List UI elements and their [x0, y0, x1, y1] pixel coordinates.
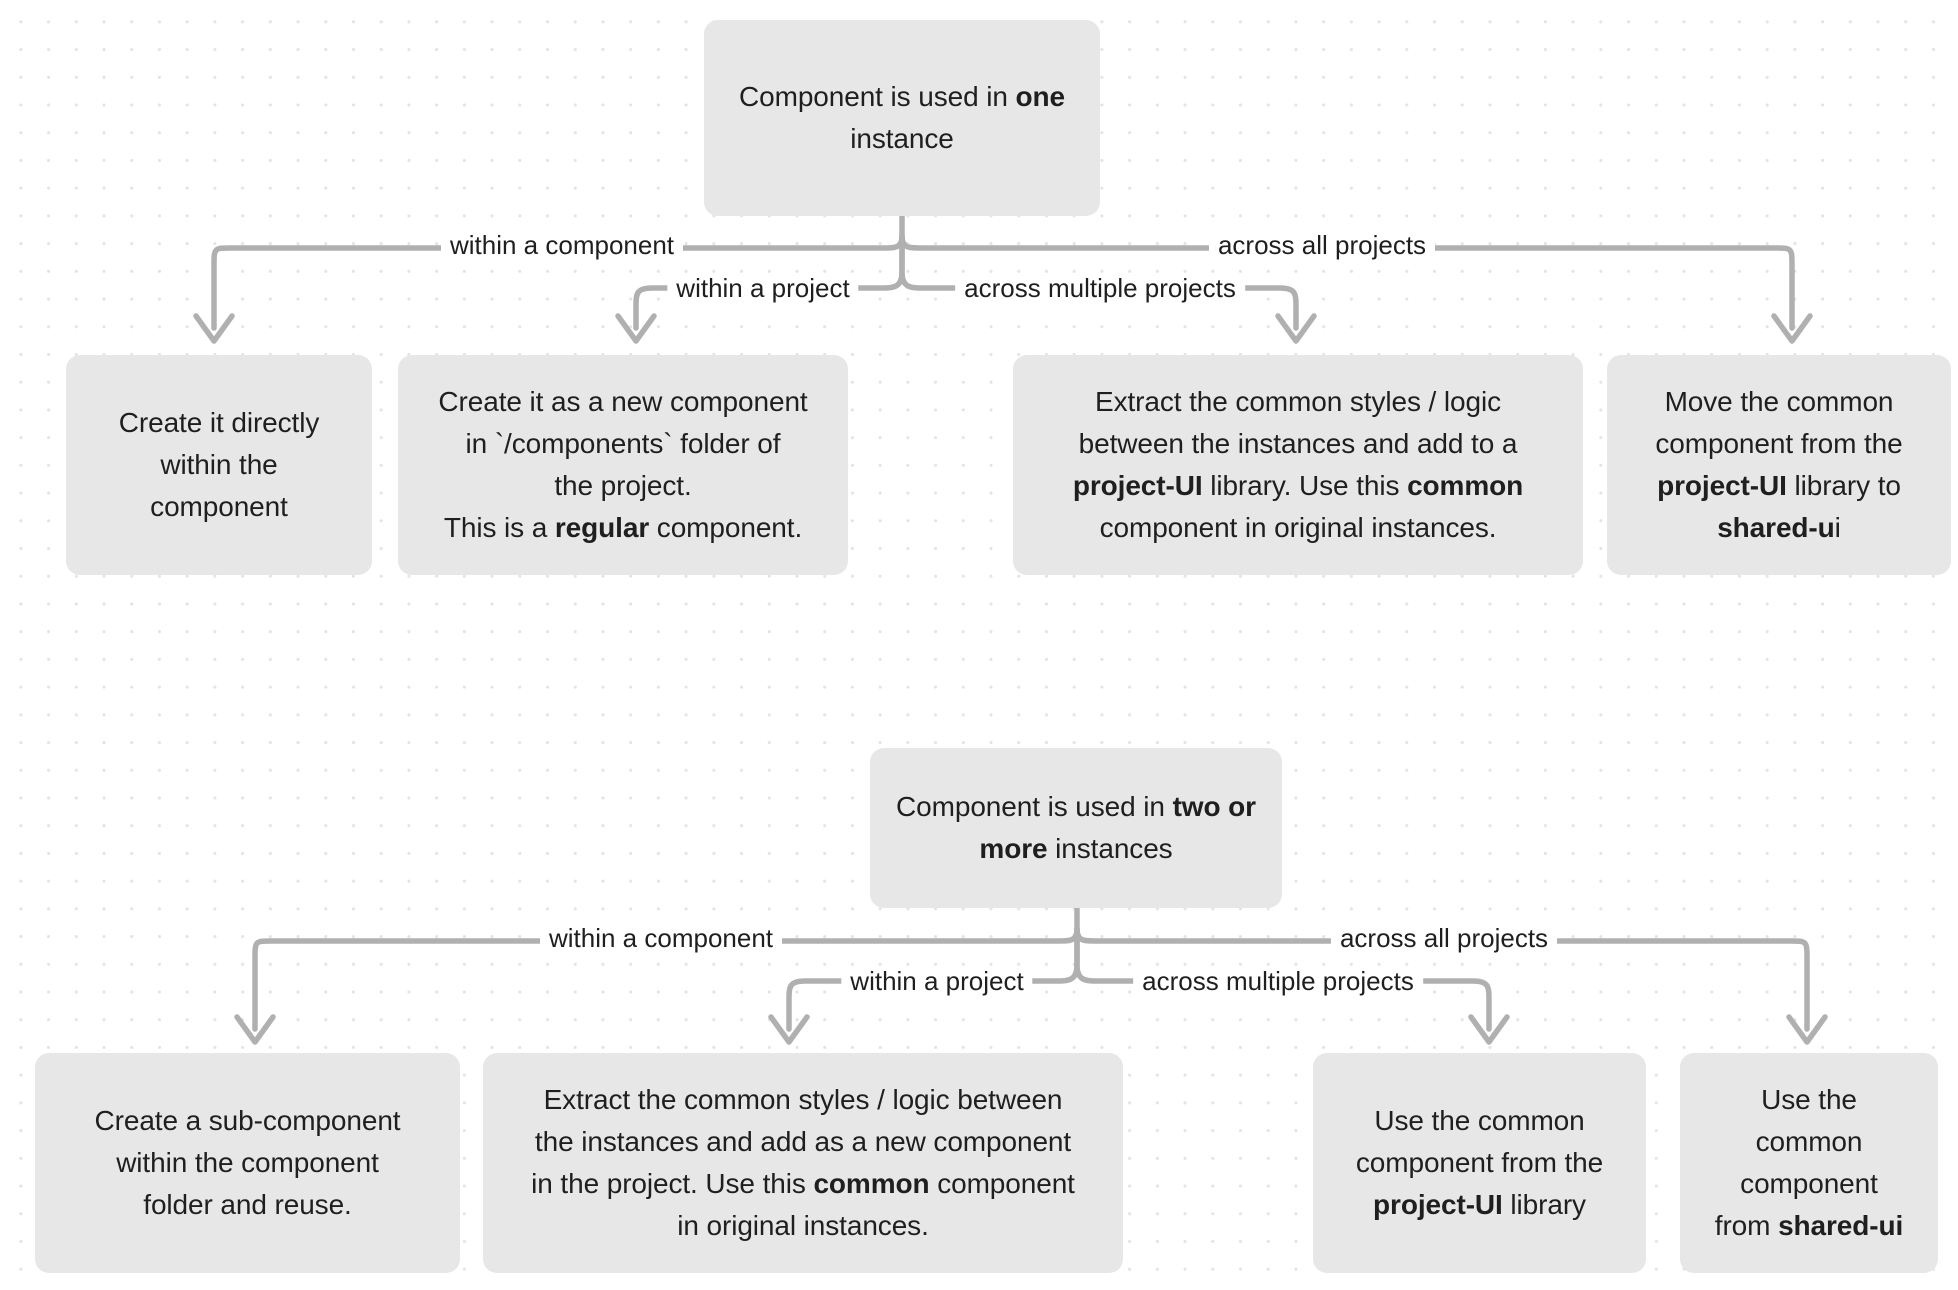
- node-create-directly[interactable]: Create it directly within the component: [66, 355, 372, 575]
- node-extract-to-project-ui-text: Extract the common styles / logic betwee…: [1072, 386, 1524, 543]
- node-root-two-text: Component is used in two or more instanc…: [896, 791, 1256, 864]
- node-new-component-in-project[interactable]: Create it as a new component in `/compon…: [398, 355, 848, 575]
- node-create-directly-text: Create it directly within the component: [118, 407, 320, 522]
- edge-label-within-a-component-2: within a component: [539, 923, 783, 953]
- arrowhead-2-across-all: [1786, 1014, 1828, 1045]
- arrowhead-2-within-project: [768, 1014, 810, 1045]
- node-sub-component[interactable]: Create a sub-component within the compon…: [35, 1053, 460, 1273]
- edge-label-within-a-project-2: within a project: [841, 966, 1033, 996]
- node-move-to-shared-ui-text: Move the common component from the proje…: [1655, 386, 1903, 543]
- node-sub-component-text: Create a sub-component within the compon…: [94, 1105, 401, 1220]
- node-extract-to-project-ui[interactable]: Extract the common styles / logic betwee…: [1013, 355, 1583, 575]
- node-extract-new-component-text: Extract the common styles / logic betwee…: [531, 1084, 1075, 1241]
- node-move-to-shared-ui[interactable]: Move the common component from the proje…: [1607, 355, 1951, 575]
- arrowhead-1-within-project: [615, 313, 657, 344]
- edge-label-across-multiple-projects-1: across multiple projects: [955, 273, 1245, 303]
- node-use-project-ui-text: Use the common component from the projec…: [1355, 1105, 1604, 1220]
- node-use-project-ui[interactable]: Use the common component from the projec…: [1313, 1053, 1646, 1273]
- arrowhead-1-across-multiple: [1275, 313, 1317, 344]
- edge-label-across-all-projects-1: across all projects: [1208, 230, 1436, 260]
- node-extract-new-component[interactable]: Extract the common styles / logic betwee…: [483, 1053, 1123, 1273]
- node-use-shared-ui[interactable]: Use the common component from shared-ui: [1680, 1053, 1938, 1273]
- node-root-two[interactable]: Component is used in two or more instanc…: [870, 748, 1282, 908]
- edge-label-within-a-project-1: within a project: [667, 273, 859, 303]
- arrowhead-1-across-all: [1771, 313, 1813, 344]
- node-use-shared-ui-text: Use the common component from shared-ui: [1714, 1084, 1904, 1241]
- arrowhead-2-within-component: [234, 1014, 276, 1045]
- arrowhead-1-within-component: [193, 313, 235, 344]
- node-root-one[interactable]: Component is used in one instance: [704, 20, 1100, 216]
- node-root-one-text: Component is used in one instance: [739, 81, 1065, 154]
- edge-label-across-multiple-projects-2: across multiple projects: [1133, 966, 1423, 996]
- edge-label-across-all-projects-2: across all projects: [1330, 923, 1558, 953]
- arrowhead-2-across-multiple: [1468, 1014, 1510, 1045]
- edge-label-within-a-component-1: within a component: [440, 230, 684, 260]
- node-new-component-in-project-text: Create it as a new component in `/compon…: [438, 386, 808, 543]
